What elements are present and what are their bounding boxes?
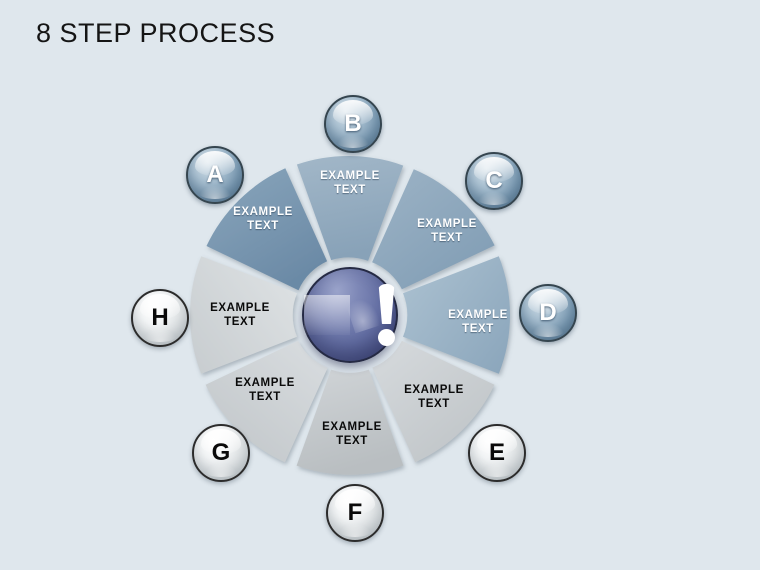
step-node-d[interactable]: D <box>519 284 577 342</box>
segment-b[interactable] <box>296 155 404 261</box>
step-node-b-label: B <box>344 110 362 137</box>
step-node-e[interactable]: E <box>468 424 526 482</box>
page-title: 8 STEP PROCESS <box>36 18 276 48</box>
segment-d[interactable] <box>403 256 510 374</box>
center-gloss-lower <box>346 295 382 334</box>
step-node-f-label: F <box>347 499 363 526</box>
center-node[interactable] <box>302 267 398 363</box>
step-node-d-label: D <box>539 299 557 326</box>
step-node-c-label: C <box>485 167 503 194</box>
step-node-f[interactable]: F <box>326 484 384 542</box>
exclamation-dot <box>378 329 395 346</box>
exclamation-icon <box>377 284 396 346</box>
step-node-c[interactable]: C <box>465 152 523 210</box>
center-gloss <box>304 294 351 336</box>
step-node-g-label: G <box>211 439 231 466</box>
segment-e[interactable] <box>372 340 495 463</box>
wheel-segments <box>190 155 510 475</box>
step-node-b[interactable]: B <box>324 95 382 153</box>
segment-c[interactable] <box>372 169 495 290</box>
exclamation-bar <box>378 284 395 324</box>
step-node-e-label: E <box>488 439 505 466</box>
step-node-g[interactable]: G <box>192 424 250 482</box>
segment-a[interactable] <box>206 168 328 291</box>
segment-g[interactable] <box>205 340 328 463</box>
step-node-h-label: H <box>151 304 169 331</box>
step-node-h[interactable]: H <box>131 289 189 347</box>
step-node-a-label: A <box>206 161 224 188</box>
segment-h[interactable] <box>190 256 297 374</box>
step-node-a[interactable]: A <box>186 146 244 204</box>
segment-f[interactable] <box>296 369 404 475</box>
